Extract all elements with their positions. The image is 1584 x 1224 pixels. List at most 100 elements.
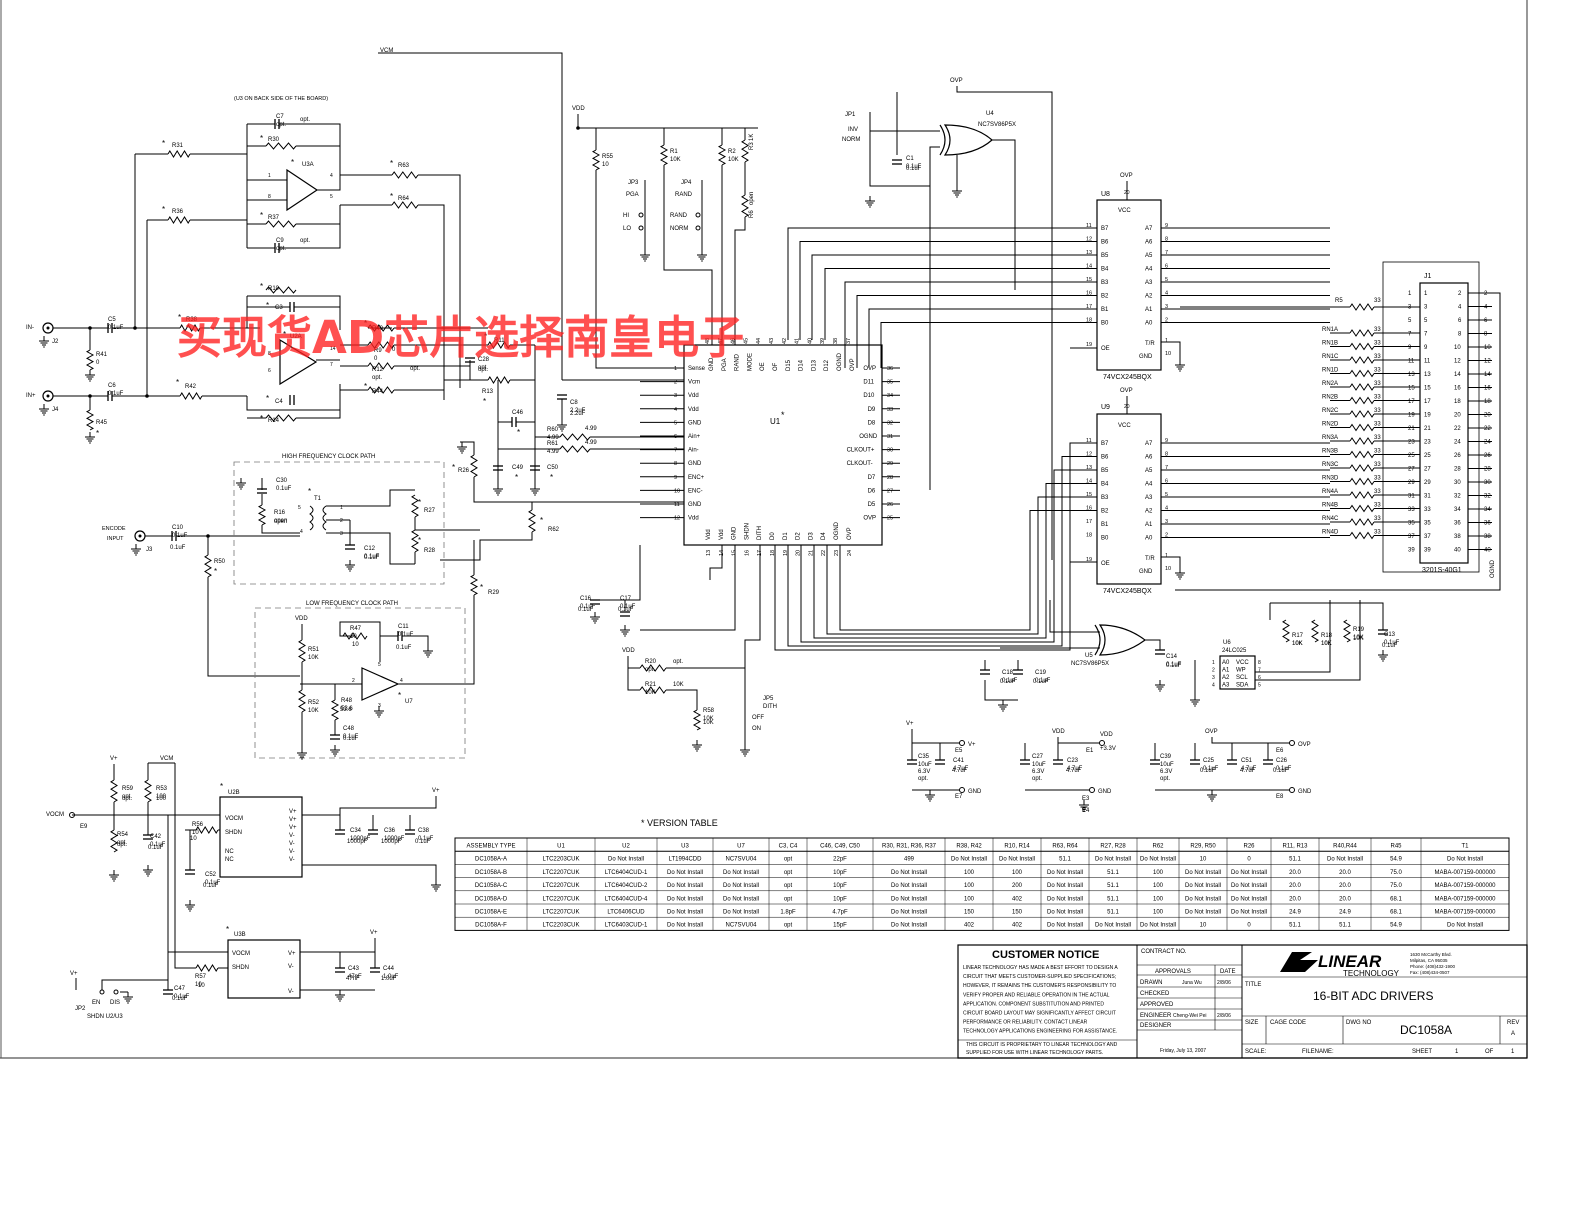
- component-ref-r6: R6: [749, 210, 755, 218]
- version-table-cell: 20.0: [1289, 896, 1301, 902]
- resistor-network-value: 33: [1374, 449, 1381, 455]
- buffer-pin-num: 13: [1086, 250, 1092, 256]
- u2b-supply: V-: [289, 857, 295, 863]
- label: 2: [352, 678, 355, 684]
- rev-label: REV: [1507, 1020, 1519, 1026]
- opamp-u2a-ref: U2A: [290, 334, 302, 340]
- test-point-vocm: [69, 812, 75, 818]
- net-vdd: VDD: [572, 106, 585, 112]
- version-table-cell: NC7SVU04: [725, 923, 757, 929]
- buffer-pin-a5: A5: [1145, 253, 1153, 259]
- hf-clock-box: [233, 461, 445, 585]
- drawn-label: DRAWN: [1140, 980, 1162, 986]
- component-ref-c36: C36: [384, 828, 396, 834]
- engineer-name: Cheng-Wei Pei: [1173, 1013, 1207, 1019]
- label: V-: [288, 964, 294, 970]
- resistor-network-value: 33: [1374, 503, 1381, 509]
- buffer-pin-b3: B3: [1101, 280, 1109, 286]
- label: 0.1uF: [415, 839, 431, 845]
- component-ref-r11: R11: [494, 338, 505, 344]
- adc-pin-vdd: Vdd: [706, 529, 712, 540]
- jp1-inv: INV: [848, 127, 858, 133]
- jp4-rand2: RAND: [670, 213, 688, 219]
- buffer-pin-a4: A4: [1145, 482, 1153, 488]
- component-ref-r55: R55: [602, 154, 614, 160]
- label: 4: [300, 529, 303, 535]
- coax-connector: [134, 530, 146, 542]
- label: 47nF: [346, 976, 360, 982]
- wires: [53, 52, 1501, 993]
- connector-pin: 6: [1484, 318, 1488, 324]
- component-ref-r30: R30: [268, 137, 280, 143]
- component-ref-r31: R31: [172, 143, 184, 149]
- adc-pin-ovp: OVP: [847, 527, 853, 540]
- resistor-symbol: [1349, 437, 1375, 445]
- adc-pin-d8: D8: [868, 420, 876, 426]
- company-address-line: Fax: (408)434-0507: [1410, 970, 1450, 975]
- component-value-c17: 0.1uF: [620, 604, 636, 610]
- resistor-symbol: [265, 414, 297, 422]
- adc-pin-num: 48: [705, 338, 711, 344]
- buffer-pin-num: 9: [1165, 223, 1168, 229]
- version-table-cell: 10: [1200, 857, 1207, 863]
- resistor-network-rn3a: RN3A: [1322, 435, 1338, 441]
- label: 1: [1212, 660, 1215, 666]
- version-table-cell: Do Not Install: [1140, 923, 1176, 929]
- hf-clock-label: HIGH FREQUENCY CLOCK PATH: [282, 454, 375, 460]
- version-table-cell: Do Not Install: [1231, 896, 1267, 902]
- buffer-pin-num: 12: [1086, 237, 1092, 243]
- component-value-r54: opt.: [117, 840, 127, 846]
- version-table-cell: Do Not Install: [667, 910, 703, 916]
- resistor-symbol: [1349, 504, 1375, 513]
- label: opt.: [410, 366, 420, 372]
- version-table-cell: Do Not Install: [891, 923, 927, 929]
- drawn-date: 2/8/06: [1217, 980, 1231, 986]
- label: *: [260, 282, 263, 291]
- u3b-shdn: SHDN: [232, 965, 249, 971]
- xor-u4-part: NC7SV86P5X: [978, 122, 1016, 128]
- component-ref-c16: C16: [580, 596, 592, 602]
- version-table-cell: 51.1: [1059, 857, 1071, 863]
- connector-pin: 28: [1484, 467, 1491, 473]
- connector-pin: 10: [1454, 345, 1461, 351]
- label: 10: [352, 642, 359, 648]
- adc-pin-ognd: OGND: [834, 521, 840, 540]
- label: 4: [1212, 683, 1215, 689]
- date-label: DATE: [1220, 969, 1236, 975]
- junction-dot: [88, 326, 92, 330]
- resistor-symbol: [411, 494, 419, 518]
- version-table-cell: Do Not Install: [951, 857, 987, 863]
- adc-pin-num: 10: [674, 488, 680, 494]
- label: 0.1uF: [1166, 663, 1182, 669]
- label: 4.7uF: [1066, 768, 1082, 774]
- version-table-cell: 51.1: [1107, 870, 1119, 876]
- opamp-u3b-ref: U3B: [234, 932, 246, 938]
- buffer-pin-num: 17: [1086, 519, 1092, 525]
- label: 10K: [1353, 636, 1364, 642]
- test-point-label: GND: [1098, 789, 1112, 795]
- resistor-symbol: [1349, 329, 1375, 337]
- label: V+: [288, 951, 296, 957]
- label: 4: [330, 173, 333, 179]
- adc-pin-d9: D9: [868, 407, 876, 413]
- resistor-symbol: [367, 324, 395, 332]
- version-table-cell: 68.1: [1390, 896, 1402, 902]
- u2b-supply: V-: [289, 849, 295, 855]
- version-table-cell: Do Not Install: [1047, 910, 1083, 916]
- version-table-cell: 51.1: [1107, 910, 1119, 916]
- adc-pin-d10: D10: [863, 393, 875, 399]
- adc-pin-ognd: OGND: [837, 352, 843, 371]
- resistor-network-value: 33: [1374, 422, 1381, 428]
- component-ref-c6: C6: [108, 383, 116, 389]
- adc-pin-d11: D11: [863, 380, 874, 386]
- adc-pin-d13: D13: [811, 359, 817, 371]
- connector-pin: 19: [1408, 413, 1415, 419]
- component-ref-r51: R51: [308, 647, 320, 653]
- label: *: [266, 301, 269, 310]
- label: *: [266, 394, 269, 403]
- connector-pin: 22: [1484, 426, 1491, 432]
- version-table-cell: MABA-007159-000000: [1434, 883, 1496, 889]
- label: open: [274, 519, 287, 525]
- connector-pin: 38: [1484, 534, 1491, 540]
- component-ref-r28: R28: [424, 548, 436, 554]
